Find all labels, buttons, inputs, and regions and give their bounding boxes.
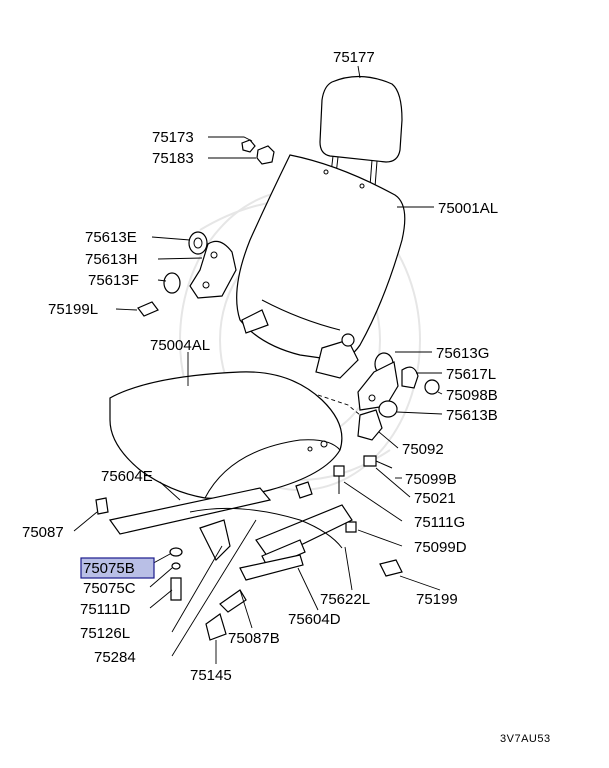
label-75075b[interactable]: 75075B xyxy=(83,560,135,577)
seat-slide-rails-part xyxy=(95,481,403,641)
seatback-part xyxy=(236,154,406,379)
label-75075c[interactable]: 75075C xyxy=(83,580,136,597)
headrest-part xyxy=(319,75,403,188)
label-75111d[interactable]: 75111D xyxy=(80,601,130,618)
label-75092[interactable]: 75092 xyxy=(402,441,444,458)
label-75199[interactable]: 75199 xyxy=(416,591,458,608)
label-75111g[interactable]: 75111G xyxy=(414,514,465,531)
label-75098b[interactable]: 75098B xyxy=(446,387,498,404)
label-75087b[interactable]: 75087B xyxy=(228,630,280,647)
label-75613b[interactable]: 75613B xyxy=(446,407,498,424)
bolt-parts-right xyxy=(333,455,393,533)
highlighted-part-box xyxy=(80,557,155,579)
recliner-right-parts xyxy=(357,352,440,441)
label-75613g[interactable]: 75613G xyxy=(436,345,489,362)
label-75021[interactable]: 75021 xyxy=(414,490,456,507)
label-75177[interactable]: 75177 xyxy=(333,49,375,66)
label-75126l[interactable]: 75126L xyxy=(80,625,130,642)
label-75604e[interactable]: 75604E xyxy=(101,468,153,485)
label-75617l[interactable]: 75617L xyxy=(446,366,496,383)
label-75622l[interactable]: 75622L xyxy=(320,591,370,608)
label-75604d[interactable]: 75604D xyxy=(288,611,341,628)
label-75613h[interactable]: 75613H xyxy=(85,251,138,268)
label-75004al[interactable]: 75004AL xyxy=(150,337,210,354)
label-75087[interactable]: 75087 xyxy=(22,524,64,541)
fastener-parts-left xyxy=(169,547,183,601)
headrest-guide-parts xyxy=(241,139,275,165)
recliner-cover-left-parts xyxy=(163,231,237,299)
label-75183[interactable]: 75183 xyxy=(152,150,194,167)
cover-75199l-part xyxy=(137,301,159,317)
label-75001al[interactable]: 75001AL xyxy=(438,200,498,217)
label-75284[interactable]: 75284 xyxy=(94,649,136,666)
reference-code: 3V7AU53 xyxy=(500,733,551,745)
seat-cushion-part xyxy=(109,371,343,499)
label-75173[interactable]: 75173 xyxy=(152,129,194,146)
label-75099b[interactable]: 75099B xyxy=(405,471,457,488)
label-75613f[interactable]: 75613F xyxy=(88,272,139,289)
label-75145[interactable]: 75145 xyxy=(190,667,232,684)
label-75613e[interactable]: 75613E xyxy=(85,229,137,246)
label-75099d[interactable]: 75099D xyxy=(414,539,467,556)
label-75199l[interactable]: 75199L xyxy=(48,301,98,318)
